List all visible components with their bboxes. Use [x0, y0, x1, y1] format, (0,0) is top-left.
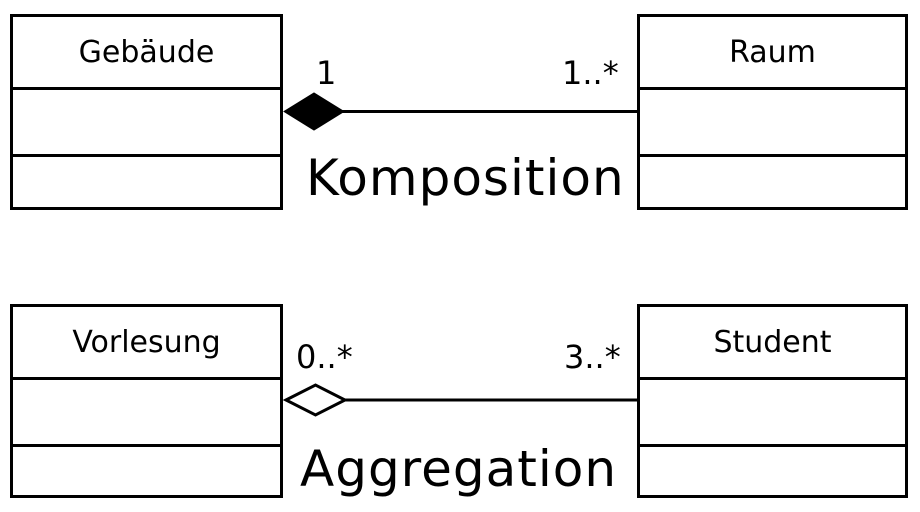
- class-box-gebaeude: Gebäude: [10, 14, 283, 210]
- class-name-vorlesung: Vorlesung: [72, 324, 221, 360]
- operations-compartment: [13, 444, 280, 495]
- operations-compartment: [13, 154, 280, 207]
- class-name-student: Student: [713, 324, 832, 360]
- multiplicity-composition-target: 1..*: [562, 54, 619, 92]
- relation-label-aggregation: Aggregation: [300, 440, 618, 498]
- class-box-raum: Raum: [637, 14, 908, 210]
- class-name-gebaeude: Gebäude: [78, 34, 215, 70]
- attributes-compartment: [640, 377, 905, 444]
- class-box-student: Student: [637, 304, 908, 498]
- attributes-compartment: [640, 87, 905, 154]
- class-box-vorlesung: Vorlesung: [10, 304, 283, 498]
- multiplicity-composition-source: 1: [316, 54, 337, 92]
- operations-compartment: [640, 154, 905, 207]
- relation-label-komposition: Komposition: [306, 149, 625, 207]
- operations-compartment: [640, 444, 905, 495]
- attributes-compartment: [13, 377, 280, 444]
- attributes-compartment: [13, 87, 280, 154]
- multiplicity-aggregation-source: 0..*: [296, 338, 353, 376]
- filled-diamond-icon: [283, 92, 345, 131]
- class-name-raum: Raum: [729, 34, 816, 70]
- multiplicity-aggregation-target: 3..*: [564, 338, 621, 376]
- hollow-diamond-icon: [282, 383, 349, 417]
